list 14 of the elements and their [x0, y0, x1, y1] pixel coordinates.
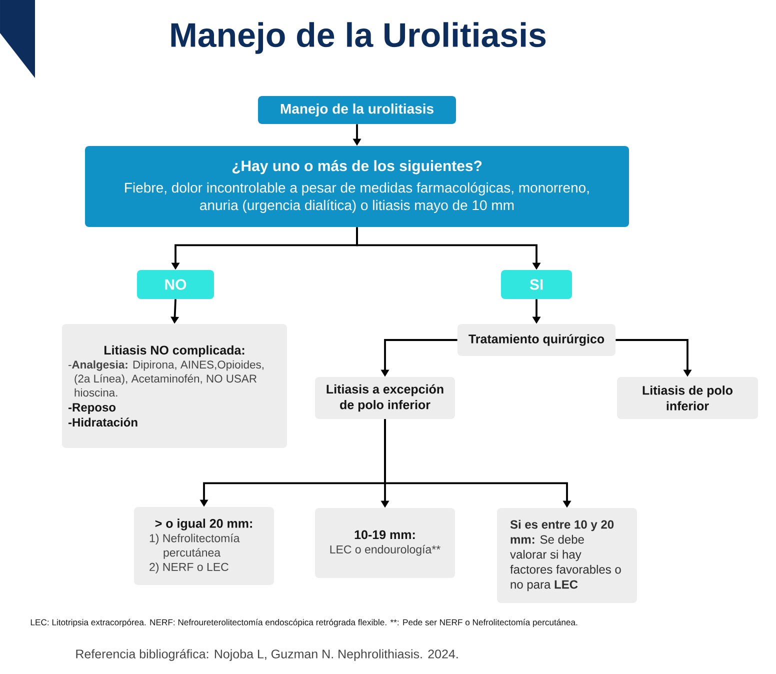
footnote-text: LEC: Litotripsia extracorpórea. NERF: Nefroureterolitectomía endoscópica retrógrada flexible. **: Pede ser NERF o Nefrolitectomía percutánea.: [30, 618, 578, 628]
title: Manejo de la Urolitiasis: [171, 22, 546, 54]
info-box: Si es entre 10 y 20 mm: Se debe valorar si hay factores favorables o no para LEC: [497, 508, 637, 603]
decision-box: SI: [501, 270, 572, 299]
info-box: > o igual 20 mm: 1) Nefrolitectomía percutánea 2) NERF o LEC: [134, 507, 274, 585]
process-box: Tratamiento quirúrgico: [458, 324, 616, 356]
process-box: Litiasis de polo inferior: [617, 377, 758, 419]
decision-box: NO: [137, 270, 214, 299]
process-box: Litiasis a excepción de polo inferior: [315, 377, 455, 419]
reference-text: Referencia bibliográfica: Nojoba L, Guzman N. Nephrolithiasis. 2024.: [76, 649, 458, 661]
info-box: Litiasis NO complicada: -Analgesia: Dipirona, AINES,Opioides, (2a Línea), Acetaminofén, NO USAR hioscina. -Reposo -Hidratación: [62, 324, 287, 448]
start-box: Manejo de la urolitiasis: [258, 96, 456, 124]
info-box: 10-19 mm: LEC o endourología**: [315, 508, 455, 578]
question-box: ¿Hay uno o más de los siguientes? Fiebre, dolor incontrolable a pesar de medidas farmacológicas, monorreno, anuria (urgencia dialítica) o litiasis mayo de 10 mm: [85, 146, 629, 227]
